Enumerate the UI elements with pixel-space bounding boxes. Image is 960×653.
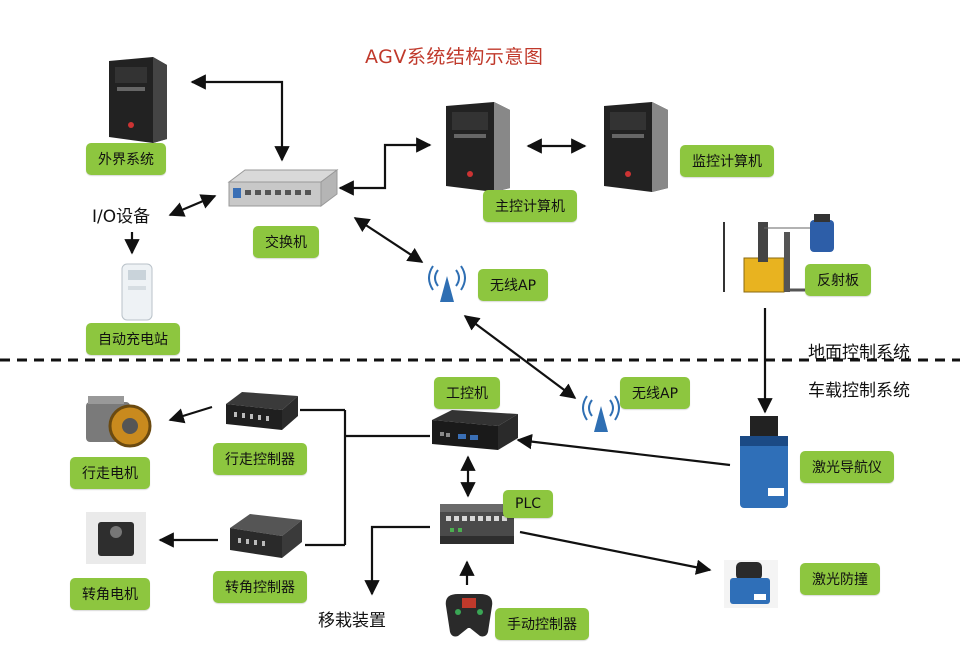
- manual-controller-icon: [445, 594, 493, 637]
- steering-controller-icon: [230, 514, 302, 558]
- charging-station-icon: [121, 263, 153, 321]
- link-lasernav-ipc: [516, 433, 731, 467]
- label-wireless-ap-ground: 无线AP: [478, 269, 549, 301]
- plc-icon: [440, 504, 514, 544]
- label-ipc: 工控机: [434, 377, 500, 409]
- diagram-title: AGV系统结构示意图: [365, 46, 544, 68]
- label-monitor-computer: 监控计算机: [680, 145, 774, 177]
- label-laser-navigator: 激光导航仪: [800, 451, 894, 483]
- drive-motor-icon: [86, 396, 152, 448]
- label-io-device: I/O设备: [92, 207, 151, 227]
- link-drivectrl-motor: [168, 405, 213, 424]
- main-computer-pc-icon: [446, 102, 510, 192]
- wireless-ap-ground-icon: [428, 265, 466, 302]
- label-charging-station: 自动充电站: [86, 323, 180, 355]
- link-external-switch: [190, 74, 290, 162]
- label-reflector: 反射板: [805, 264, 871, 296]
- link-switch-io: [168, 194, 217, 217]
- zone-vehicle-label: 车载控制系统: [808, 381, 910, 401]
- network-switch-icon: [227, 169, 339, 207]
- label-steering-controller: 转角控制器: [213, 571, 307, 603]
- laser-collision-sensor-icon: [724, 560, 778, 608]
- label-external-system: 外界系统: [86, 143, 166, 175]
- wireless-ap-vehicle-icon: [582, 395, 620, 432]
- label-transfer-device: 移栽装置: [318, 611, 386, 631]
- label-main-computer: 主控计算机: [483, 190, 577, 222]
- link-ap-ap: [463, 315, 577, 399]
- external-system-pc-icon: [109, 57, 167, 143]
- label-manual-controller: 手动控制器: [495, 608, 589, 640]
- drive-controller-icon: [226, 392, 298, 430]
- label-steering-motor: 转角电机: [70, 578, 150, 610]
- link-plc-collision: [519, 530, 712, 575]
- label-wireless-ap-vehicle: 无线AP: [620, 377, 691, 409]
- steering-motor-icon: [86, 512, 146, 564]
- monitor-computer-pc-icon: [604, 102, 668, 192]
- zone-ground-label: 地面控制系统: [808, 343, 910, 363]
- link-plc-transfer: [364, 525, 430, 596]
- label-drive-controller: 行走控制器: [213, 443, 307, 475]
- label-plc: PLC: [503, 490, 554, 518]
- label-laser-collision: 激光防撞: [800, 563, 880, 595]
- laser-navigator-icon: [740, 416, 788, 508]
- forklift-agv-icon: [723, 214, 834, 293]
- link-switch-ap: [353, 217, 424, 263]
- industrial-pc-icon: [432, 410, 518, 450]
- label-switch: 交换机: [253, 226, 319, 258]
- link-switch-main: [338, 137, 432, 196]
- label-drive-motor: 行走电机: [70, 457, 150, 489]
